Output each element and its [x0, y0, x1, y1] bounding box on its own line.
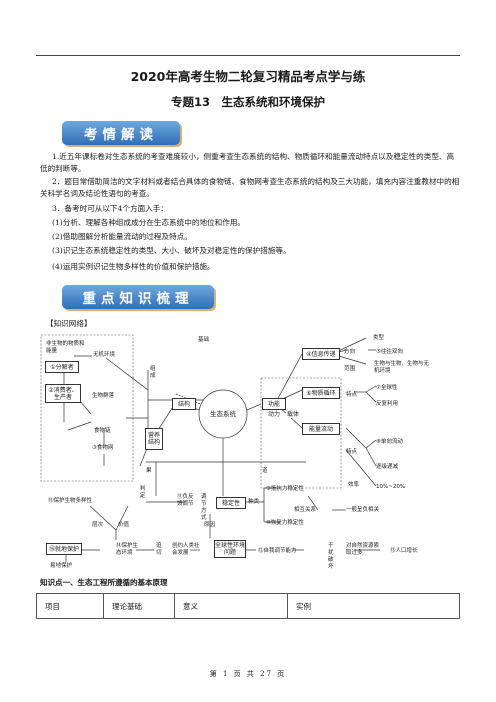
banner-exam-analysis: 考情解读 — [62, 121, 180, 145]
node-determine: 判定 — [140, 486, 146, 499]
node-decomposer: ①分解者 — [45, 361, 79, 373]
node-decreasing: 逐级递减 — [376, 464, 399, 470]
node-structure: 结构 — [172, 398, 196, 410]
node-energy-flow: 能量流动 — [302, 423, 340, 435]
intro-paragraph-7: (4)运用实例识记生物多样性的价值和保护措施。 — [52, 262, 215, 271]
intro-paragraph-1: 1.近五年课标卷对生态系统的考查难度较小，侧重考查生态系统的结构、物质循环和能量… — [40, 152, 455, 173]
node-urgent: 迫切 — [156, 543, 162, 556]
node-kinds: 种类 — [248, 499, 260, 505]
node-efficiency: 效率 — [348, 482, 360, 488]
node-disturbance: 干扰破坏 — [328, 543, 334, 570]
node-global-env-issue: 全球性环境问题 — [214, 540, 246, 558]
chapter-title: 专题13 生态系统和环境保护 — [170, 95, 325, 109]
table-header-cell: 理论基础 — [103, 593, 175, 619]
page-footer: 第 1 页 共 27 页 — [209, 670, 287, 678]
node-food-chain: 食物链 — [94, 428, 111, 434]
node-consumer-producer: ②消费者、生产者 — [45, 384, 81, 403]
node-carrier: 载体 — [286, 410, 300, 418]
node-in-situ: ⑯就地保护 — [46, 543, 82, 555]
node-relationship: 相互关系 — [294, 507, 317, 513]
node-population-growth: ⑬人口增长 — [390, 548, 418, 554]
node-inorganic-env: 无机环境 — [93, 352, 116, 358]
node-feature-1: 特点 — [346, 392, 358, 398]
node-path: 道 — [262, 468, 268, 474]
node-material-cycle: ⑥物质循环 — [302, 387, 340, 399]
table-header-cell: 意义 — [174, 593, 288, 619]
document-title: 2020年高考生物二轮复习精品考点学与练 — [130, 69, 366, 84]
node-composition: 组成 — [150, 366, 156, 379]
node-scope: 范围 — [344, 366, 356, 372]
intro-paragraph-3: 3．备考时可从以下4个方面入手： — [52, 204, 168, 213]
node-driving-force: 动力 — [267, 410, 281, 418]
node-global: ⑦全球性 — [376, 385, 398, 391]
node-efficiency-value: 10%~20% — [376, 484, 406, 490]
node-community: 生物群落 — [92, 393, 115, 399]
node-protect-environment: ⑭保护生态环境 — [116, 543, 139, 556]
node-ex-situ: 易地保护 — [50, 563, 73, 569]
table-header-row: 项目 理论基础 意义 实例 — [36, 593, 460, 619]
node-protect-biodiversity: ⑮保护生物多样性 — [48, 498, 93, 504]
node-restrict-development: 创约人类社会发展 — [172, 543, 200, 556]
node-negative-feedback: ⑪负反馈调节 — [177, 494, 194, 507]
intro-paragraph-5: (2)借助图解分析能量流动的过程及特点。 — [52, 232, 192, 241]
intro-paragraph-4: (1)分析、理解各种组成成分在生态系统中的地位和作用。 — [52, 218, 246, 227]
node-type: 类型 — [373, 335, 385, 341]
network-label: 【知识网络】 — [46, 319, 92, 328]
node-function: 功能 — [262, 398, 286, 410]
intro-paragraph-6: (3)识记生态系统稳定性的类型、大小、破坏及对稳定性的保护措施等。 — [52, 246, 291, 255]
node-stability: 稳定性 — [216, 497, 246, 509]
node-result: 果 — [146, 468, 152, 474]
node-bidirectional: ⑤往往双向 — [376, 349, 403, 355]
knowledge-point-title: 知识点一、生态工程所遵循的基本原理 — [40, 578, 168, 587]
node-abiotic: 非生物的物质和能量 — [46, 341, 85, 354]
node-direction: 方向 — [344, 349, 356, 355]
node-food-web: ③食物网 — [92, 445, 114, 451]
node-levels: 层次 — [92, 522, 104, 528]
node-resilience-stability: ⑩恢复力稳定性 — [266, 520, 304, 526]
table-header-cell: 项目 — [36, 593, 104, 619]
principles-table: 项目 理论基础 意义 实例 — [36, 593, 460, 619]
node-negative-correlation: 一般呈负相关 — [346, 507, 380, 513]
node-info-transfer: ④信息传递 — [302, 348, 340, 360]
node-scope-value: 生物与生物、生物与无机环境 — [374, 361, 430, 374]
node-overexploitation: 对自然资源索取过多 — [346, 543, 380, 556]
top-rule — [36, 55, 460, 56]
banner-key-points: 重点知识梳理 — [62, 285, 214, 309]
intro-paragraph-2: 2．题目常借助简洁的文字材料或者结合具体的食物链、食物网考查生态系统的结构及三大… — [40, 177, 460, 198]
node-feature-2: 特点 — [346, 449, 358, 455]
node-resistance-stability: ⑨抵抗力稳定性 — [266, 486, 304, 492]
node-one-way: ⑧单向流动 — [376, 439, 403, 445]
node-ecosystem: 生态系统 — [210, 409, 236, 418]
table-header-cell: 实例 — [287, 593, 460, 619]
node-basis: 基础 — [198, 337, 210, 343]
node-cause: 原因 — [204, 522, 216, 528]
node-regulation-mode: 调节方式 — [201, 494, 207, 521]
node-self-regulation: ⑫自我调节能力 — [258, 548, 297, 554]
node-trophic-structure: 营养结构 — [145, 428, 163, 450]
node-recycling: 反复利用 — [376, 401, 399, 407]
node-values: 价值 — [118, 522, 130, 528]
